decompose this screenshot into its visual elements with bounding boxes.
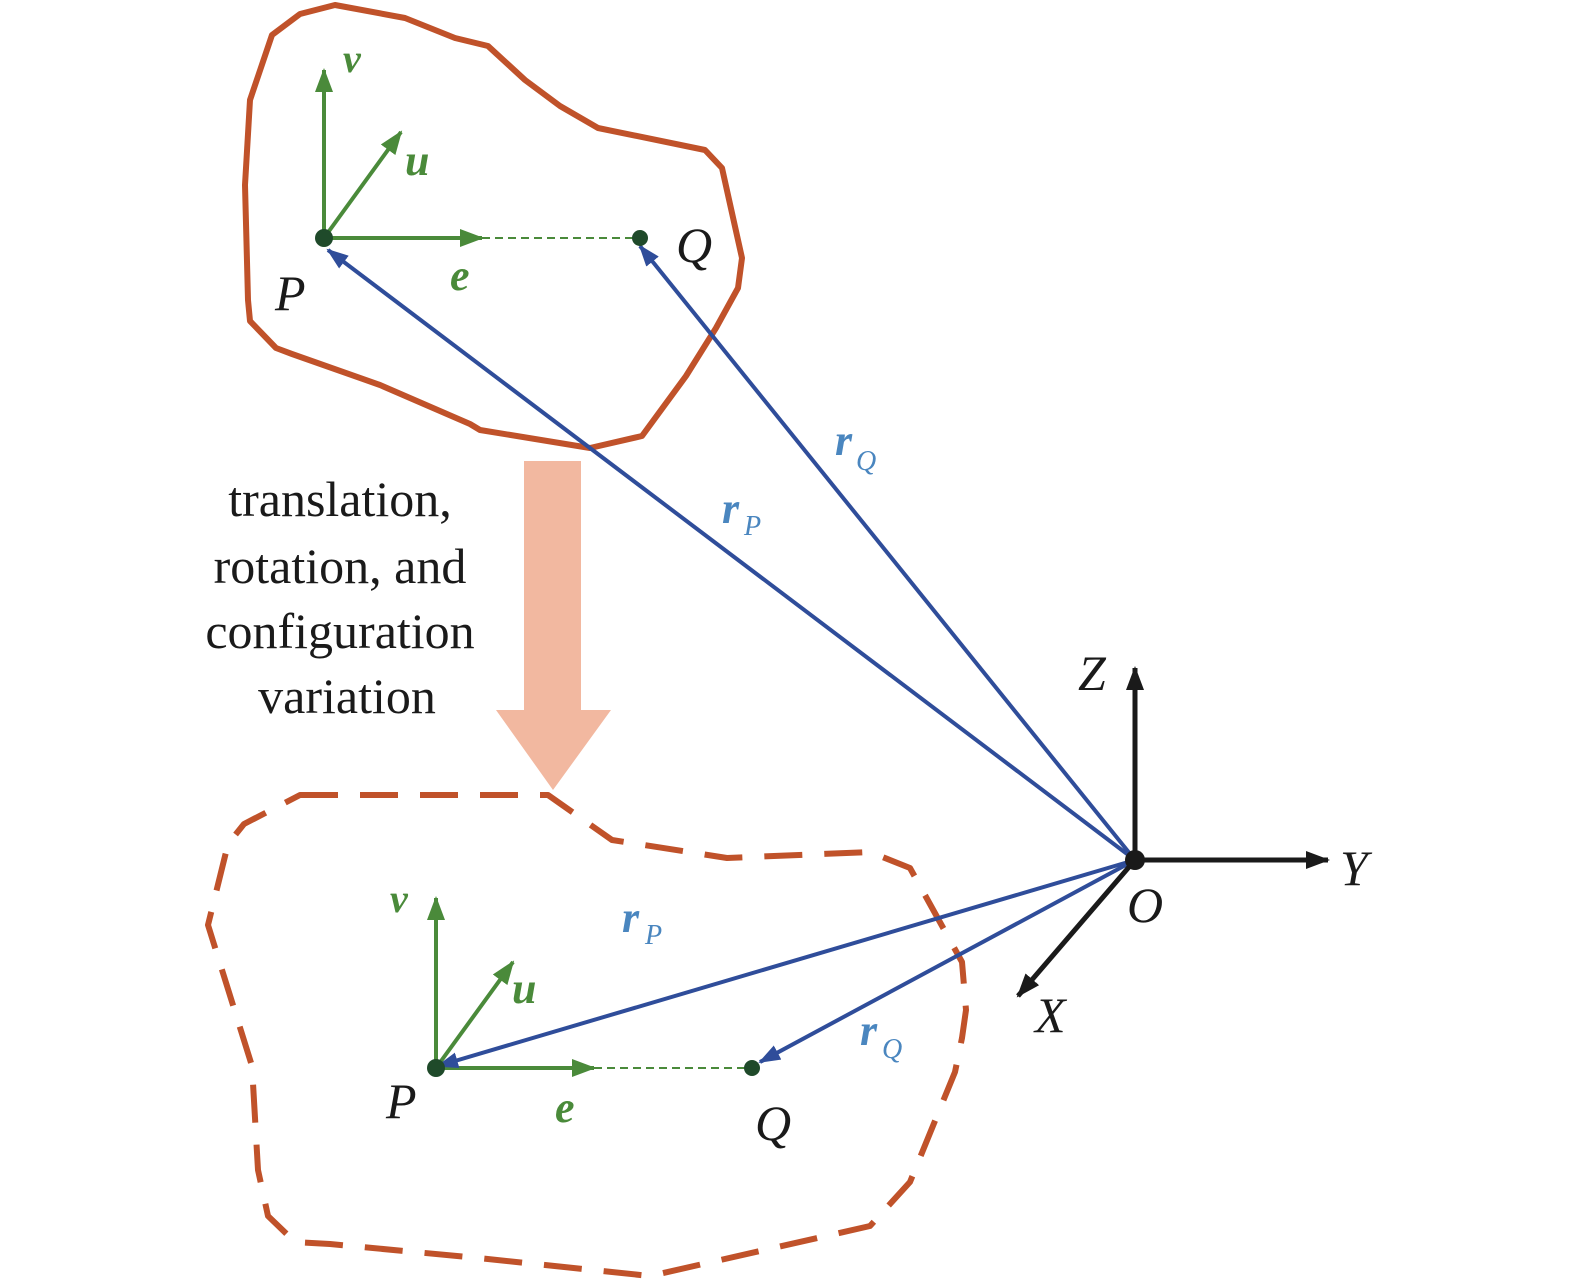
rQ-vector-deformed	[758, 858, 1136, 1064]
label-u-deformed: u	[512, 964, 536, 1013]
label-rP-deformed-r: r	[622, 893, 640, 942]
point-P-initial	[315, 229, 333, 247]
label-e-deformed: e	[555, 1083, 575, 1132]
label-P-initial: P	[274, 265, 306, 321]
transformation-caption-line-1: translation,	[228, 471, 452, 527]
label-rQ-initial-r: r	[835, 416, 853, 465]
body-outline-initial	[242, 2, 745, 451]
label-P-deformed: P	[385, 1073, 417, 1129]
label-e-initial: e	[450, 251, 470, 300]
label-u-initial: u	[405, 136, 429, 185]
label-O: O	[1127, 877, 1163, 933]
point-P-deformed	[427, 1059, 445, 1077]
point-O	[1125, 850, 1145, 870]
point-Q-deformed	[744, 1060, 760, 1076]
u-axis-deformed	[434, 960, 515, 1070]
label-X: X	[1033, 987, 1068, 1043]
label-Q-deformed: Q	[755, 1095, 791, 1151]
label-Z: Z	[1078, 645, 1107, 701]
label-v-deformed: v	[390, 876, 409, 921]
body-outline-deformed	[205, 792, 969, 1279]
label-rP-initial-r: r	[722, 484, 740, 533]
transformation-arrow	[496, 461, 611, 790]
label-Y: Y	[1340, 840, 1373, 896]
point-Q-initial	[632, 230, 648, 246]
label-rQ-deformed-sub: Q	[882, 1034, 902, 1065]
label-rP-initial-sub: P	[743, 511, 761, 542]
label-rQ-deformed: r Q	[860, 1006, 902, 1065]
transformation-caption-line-4: variation	[258, 668, 436, 724]
label-rQ-initial: r Q	[835, 416, 876, 477]
transformation-caption-line-2: rotation, and	[214, 538, 467, 594]
label-rP-deformed-sub: P	[644, 920, 662, 951]
label-rP-initial: r P	[722, 484, 761, 542]
label-Q-initial: Q	[676, 217, 712, 273]
u-axis-initial	[322, 130, 403, 240]
transformation-caption-line-3: configuration	[205, 603, 474, 659]
rQ-vector-initial	[638, 244, 1137, 862]
label-rQ-initial-sub: Q	[856, 446, 876, 477]
label-rQ-deformed-r: r	[860, 1006, 878, 1055]
X-axis	[1016, 858, 1137, 998]
rP-vector-deformed	[436, 858, 1136, 1069]
label-rP-deformed: r P	[622, 893, 662, 951]
label-v-initial: v	[343, 36, 362, 81]
rP-vector-initial	[326, 248, 1137, 862]
